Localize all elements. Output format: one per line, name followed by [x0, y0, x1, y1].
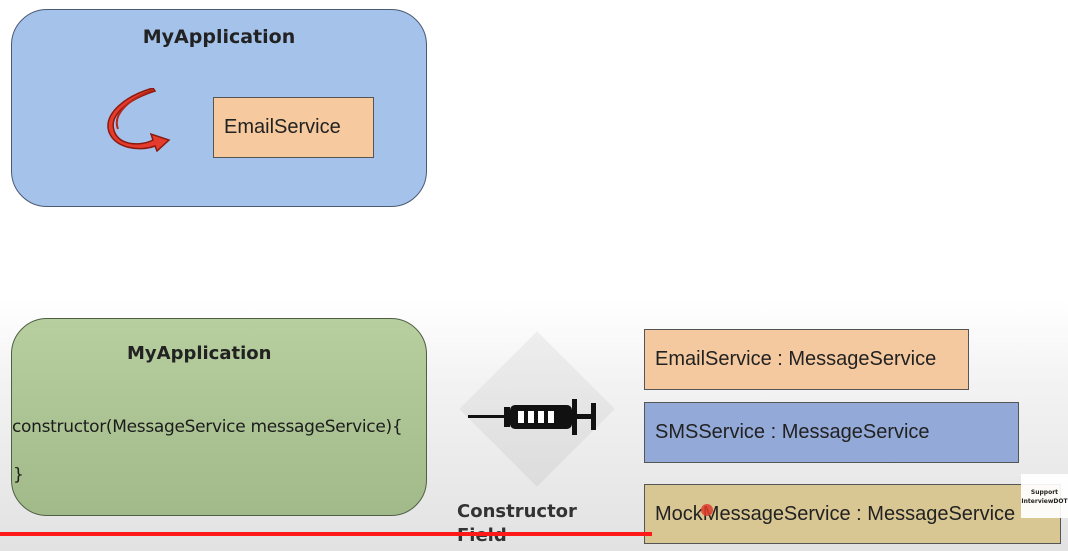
my-application-title-bottom: MyApplication [127, 343, 272, 364]
pointer-dot [701, 504, 713, 516]
video-progress-line[interactable] [0, 532, 652, 536]
email-service-label: EmailService [224, 116, 341, 138]
curved-arrow-icon [107, 88, 171, 152]
syringe-icon [468, 399, 596, 435]
caption-constructor: Constructor [457, 501, 577, 522]
constructor-code: constructor(MessageService messageServic… [12, 417, 403, 437]
my-application-box-top: MyApplication EmailService [11, 9, 427, 207]
email-service-impl: EmailService : MessageService [644, 329, 969, 390]
mock-message-service-impl-label: MockMessageService : MessageService [655, 502, 1016, 525]
support-badge[interactable]: Support InterviewDOT [1021, 474, 1068, 518]
email-service-impl-label: EmailService : MessageService [655, 348, 937, 370]
sms-service-impl-label: SMSService : MessageService [655, 421, 930, 443]
my-application-box-bottom: MyApplication constructor(MessageService… [11, 318, 427, 516]
support-badge-line1: Support [1030, 489, 1059, 496]
injection-caption: Constructor Field [457, 500, 577, 548]
my-application-title: MyApplication [142, 26, 296, 48]
email-service-box: EmailService [213, 97, 374, 158]
caption-field: Field [457, 524, 577, 548]
support-badge-line2: InterviewDOT [1021, 498, 1068, 505]
sms-service-impl: SMSService : MessageService [644, 402, 1019, 463]
closing-brace: } [13, 465, 24, 485]
